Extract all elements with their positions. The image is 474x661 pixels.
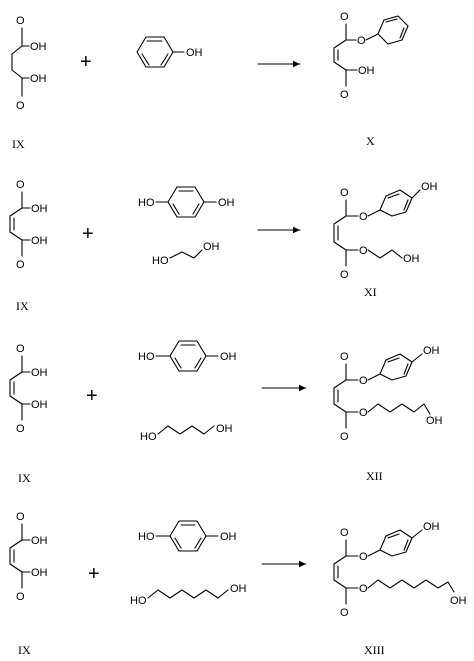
r3-ir-oh-top: OH bbox=[31, 367, 48, 379]
r1-ir-oh-top: OH bbox=[30, 41, 47, 53]
r3-xii-ester-oxygen: O bbox=[359, 375, 368, 387]
r3-product-label: XII bbox=[366, 469, 383, 483]
reaction-2: O OH OH O + HO OH HO OH O O bbox=[9, 179, 438, 313]
r4-hq-oh: OH bbox=[220, 531, 237, 543]
r4-xiii-ester-oxygen: O bbox=[359, 551, 368, 563]
r3-product-structure: O O OH O OH O bbox=[333, 345, 443, 443]
r3-butanediol-structure: HO OH bbox=[140, 423, 233, 443]
r3-hydroquinone-structure: HO OH bbox=[138, 340, 237, 372]
r3-xii-oxygen-top: O bbox=[340, 351, 349, 363]
r2-hq-ho: HO bbox=[138, 197, 155, 209]
r2-xi-ether-oxygen: O bbox=[359, 245, 368, 257]
r3-xii-oh: OH bbox=[426, 415, 443, 427]
r2-xi-oxygen-top: O bbox=[340, 187, 349, 199]
r1-product-structure: O O OH O bbox=[333, 11, 409, 101]
r2-hq-oh: OH bbox=[218, 197, 235, 209]
r2-ir-oxygen: O bbox=[16, 179, 25, 191]
r4-product-structure: O O OH O OH O bbox=[333, 521, 467, 619]
r1-reactant-label: IX bbox=[12, 137, 25, 151]
reaction-4: O OH OH O + HO OH HO OH O O bbox=[9, 511, 467, 657]
r2-ir-oh-bottom: OH bbox=[31, 235, 48, 247]
r2-ir-oxygen-bottom: O bbox=[16, 259, 25, 271]
r4-ir-oh-top: OH bbox=[31, 535, 48, 547]
r4-ir-oxygen-bottom: O bbox=[16, 591, 25, 603]
r1-x-oh: OH bbox=[358, 65, 375, 77]
r1-x-ester-oxygen: O bbox=[357, 35, 366, 47]
r3-reactant-label: IX bbox=[18, 471, 31, 485]
r3-hq-ho: HO bbox=[138, 351, 155, 363]
r4-maleic-acid-structure: O OH OH O bbox=[9, 511, 48, 603]
r4-hexanediol-structure: HO OH bbox=[130, 583, 247, 607]
r4-hq-ho: HO bbox=[138, 531, 155, 543]
reaction-3: O OH OH O + HO OH HO OH O O bbox=[9, 340, 443, 485]
r2-eg-ho: HO bbox=[152, 255, 169, 267]
r1-phenol-oh: OH bbox=[186, 47, 203, 59]
reaction-1: O OH OH O + OH O O OH O IX X bbox=[11, 11, 409, 151]
r3-plus-sign: + bbox=[86, 385, 98, 407]
r2-xi-ester-oxygen: O bbox=[359, 211, 368, 223]
r4-ir-oxygen: O bbox=[16, 511, 25, 523]
r3-xii-oxygen-bottom: O bbox=[340, 431, 349, 443]
r3-ir-oxygen-bottom: O bbox=[16, 423, 25, 435]
r4-hydroquinone-structure: HO OH bbox=[138, 520, 237, 552]
r4-xiii-oxygen-top: O bbox=[340, 527, 349, 539]
r4-plus-sign: + bbox=[88, 563, 100, 585]
r4-product-label: XIII bbox=[364, 643, 385, 657]
r1-x-oxygen-top: O bbox=[340, 11, 349, 23]
r4-xiii-oh: OH bbox=[450, 595, 467, 607]
r3-xii-ether-oxygen: O bbox=[359, 407, 368, 419]
r4-xiii-oxygen-bottom: O bbox=[340, 607, 349, 619]
r3-maleic-acid-structure: O OH OH O bbox=[9, 343, 48, 435]
r4-hd-oh: OH bbox=[230, 583, 247, 595]
r4-xiii-phenol-oh: OH bbox=[423, 521, 440, 533]
r2-reactant-label: IX bbox=[16, 299, 29, 313]
r3-hq-oh: OH bbox=[220, 351, 237, 363]
r3-ir-oh-bottom: OH bbox=[31, 399, 48, 411]
r4-reactant-label: IX bbox=[18, 643, 31, 657]
r2-product-structure: O O OH O OH O bbox=[333, 181, 438, 281]
r2-xi-oxygen-bottom: O bbox=[340, 269, 349, 281]
r3-ir-oxygen: O bbox=[16, 343, 25, 355]
r2-product-label: XI bbox=[364, 285, 377, 299]
r3-bd-ho: HO bbox=[140, 431, 157, 443]
r2-xi-phenol-oh: OH bbox=[421, 181, 438, 193]
r1-ir-oxygen: O bbox=[16, 15, 25, 27]
r2-ir-oh-top: OH bbox=[31, 203, 48, 215]
r2-maleic-acid-structure: O OH OH O bbox=[9, 179, 48, 271]
r2-hydroquinone-structure: HO OH bbox=[138, 186, 235, 218]
r1-plus-sign: + bbox=[80, 51, 92, 73]
r2-plus-sign: + bbox=[82, 223, 94, 245]
r2-ethylene-glycol-structure: HO OH bbox=[152, 241, 220, 267]
r3-xii-phenol-oh: OH bbox=[423, 345, 440, 357]
r1-succinic-acid-structure: O OH OH O bbox=[11, 15, 47, 112]
r4-ir-oh-bottom: OH bbox=[31, 567, 48, 579]
r1-ir-oxygen-bottom: O bbox=[16, 100, 25, 112]
r1-product-label: X bbox=[366, 134, 375, 148]
r1-x-oxygen-bottom: O bbox=[340, 89, 349, 101]
r3-bd-oh: OH bbox=[216, 423, 233, 435]
r4-xiii-ether-oxygen: O bbox=[359, 583, 368, 595]
r4-hd-ho: HO bbox=[130, 595, 147, 607]
r1-ir-oh-bottom: OH bbox=[30, 73, 47, 85]
r1-phenol-structure: OH bbox=[136, 36, 203, 68]
r2-xi-oh: OH bbox=[403, 253, 420, 265]
r2-eg-oh: OH bbox=[203, 241, 220, 253]
